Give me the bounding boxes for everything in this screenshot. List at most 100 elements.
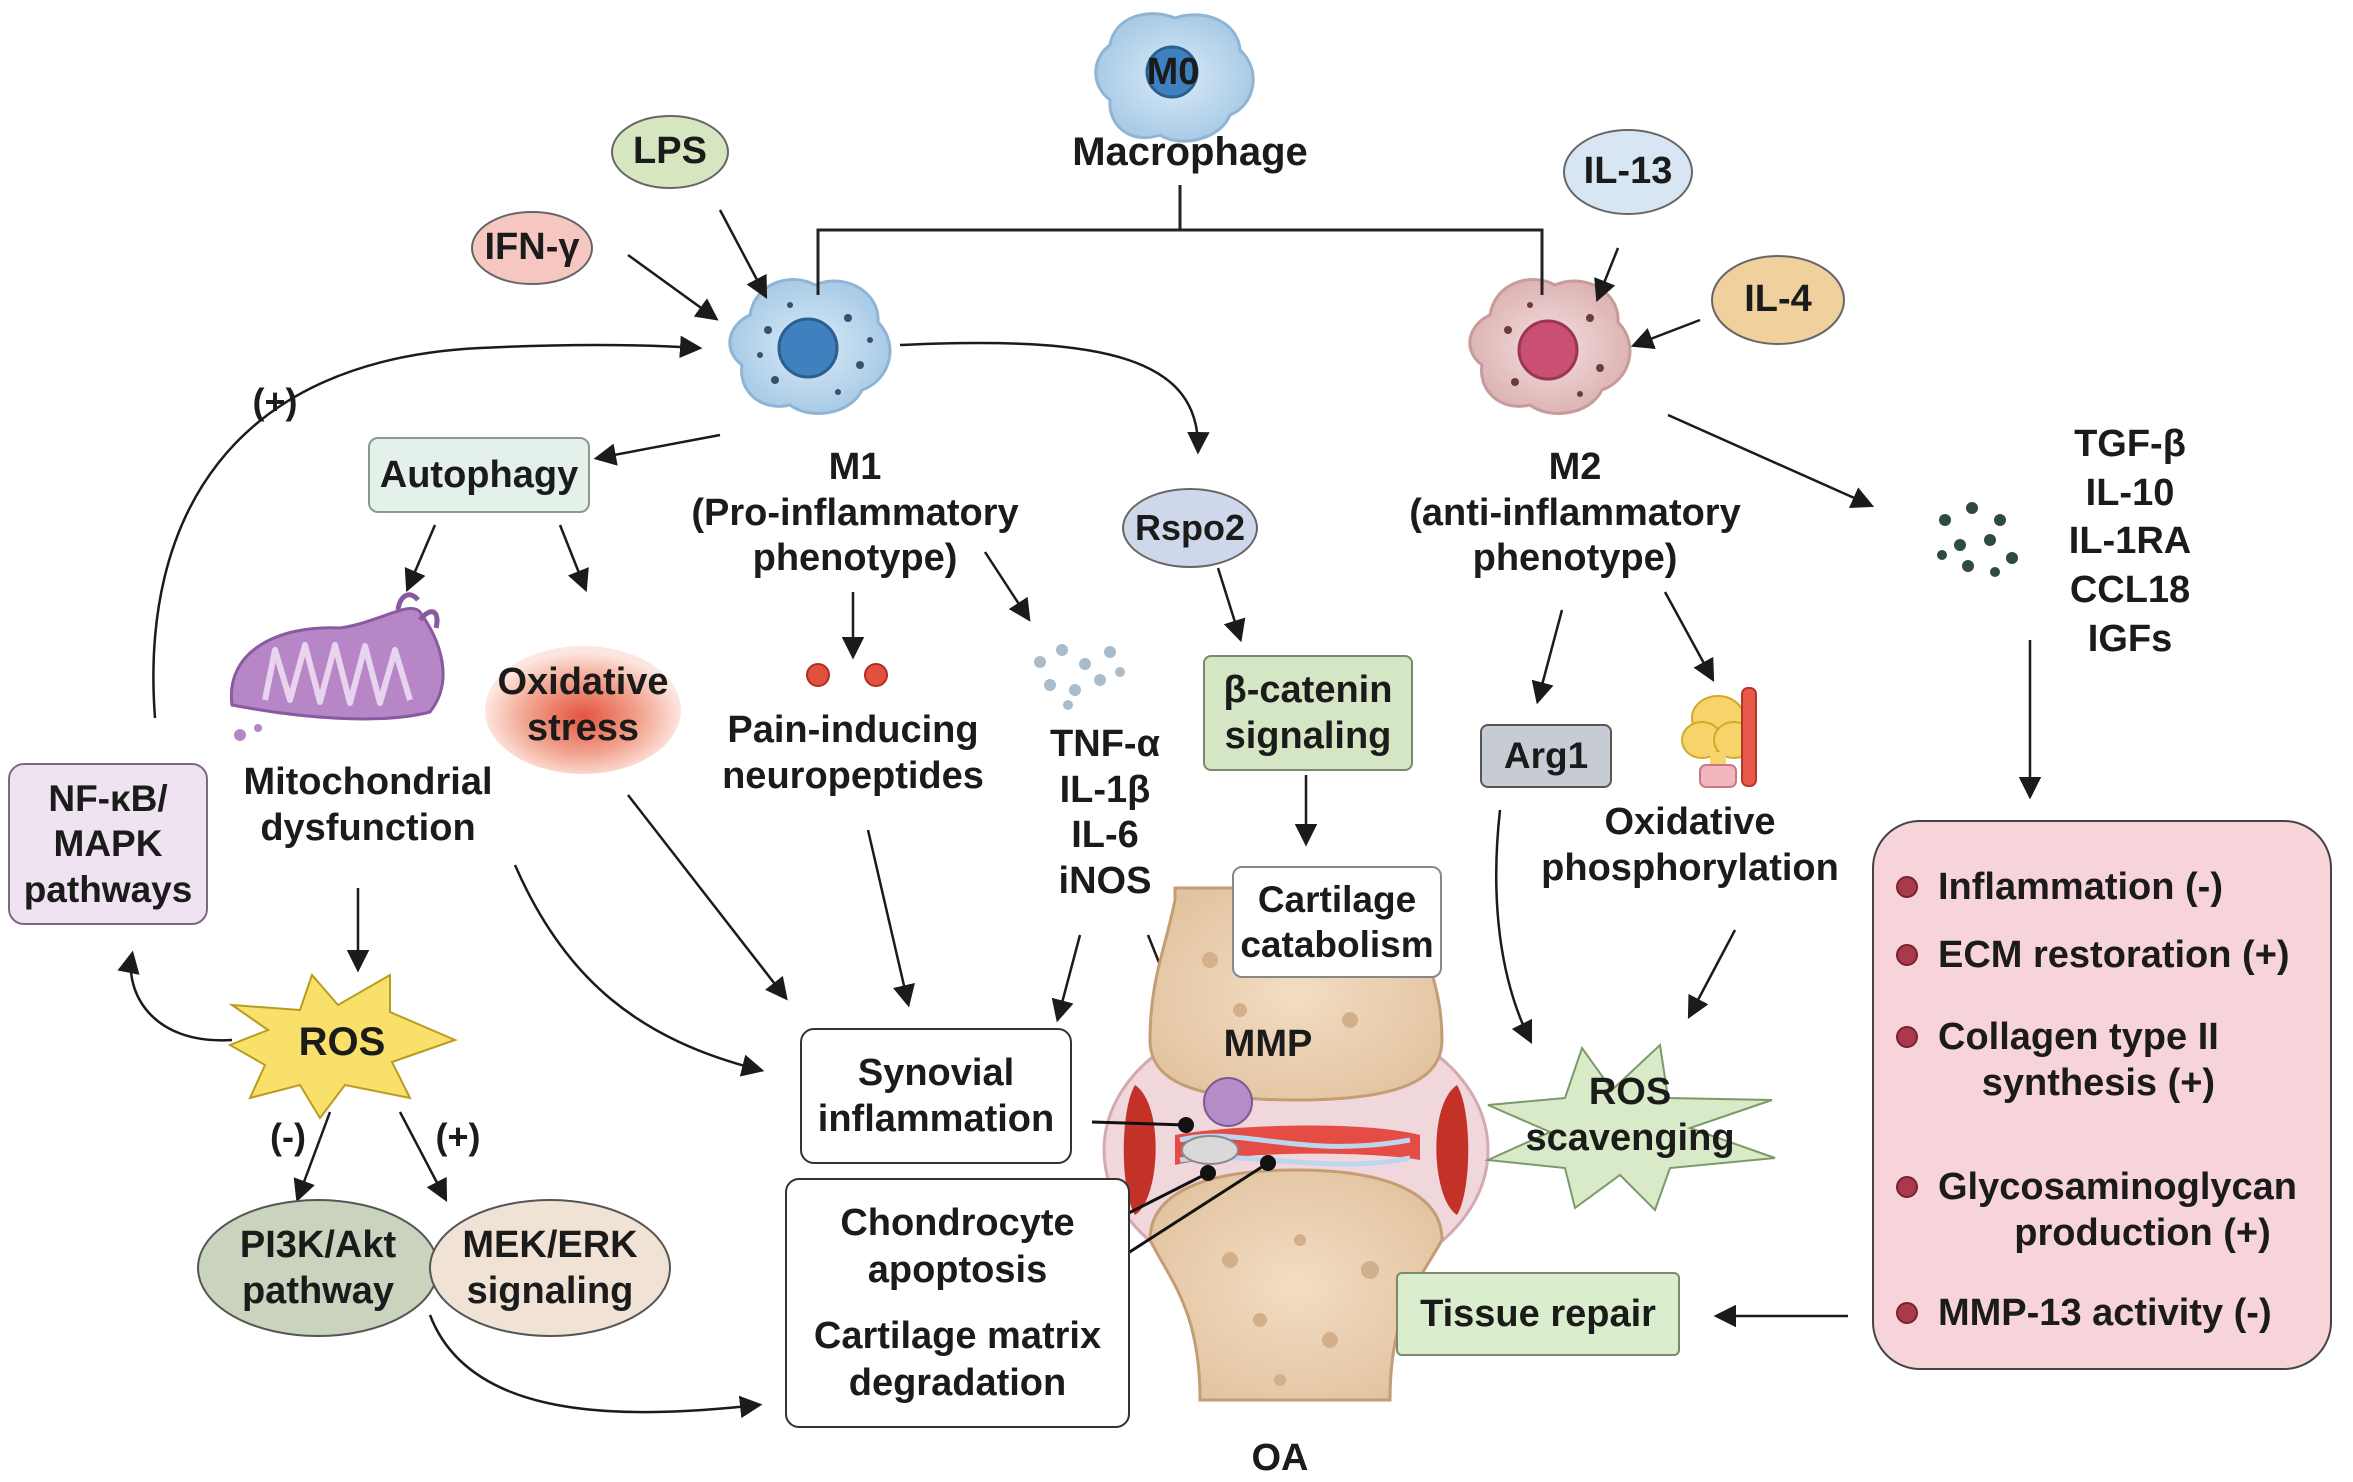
mek-ellipse [429, 1199, 671, 1337]
pain-label: Pain-inducing neuropeptides [700, 708, 1006, 799]
effect-text-2: production (+) [2014, 1212, 2271, 1255]
rspo2-ellipse: Rspo2 [1122, 488, 1258, 568]
m2-arg1-arrow [1531, 609, 1564, 705]
factor-il10: IL-10 [2085, 471, 2175, 514]
atp-synthase-icon [1681, 687, 1757, 788]
mitochondria-icon [229, 592, 445, 741]
m2-subtitle-2: phenotype) [1472, 537, 1678, 580]
bullet-icon [1896, 1176, 1918, 1198]
mek-label: MEK/ERK signaling [440, 1223, 660, 1314]
il4-label: IL-4 [1744, 278, 1812, 320]
m1-autophagy-arrow [593, 433, 721, 466]
bullet-icon [1896, 1026, 1918, 1048]
chondro-group: Chondrocyte apoptosis [840, 1200, 1074, 1293]
chondro-line-1: Chondrocyte [840, 1202, 1075, 1245]
cytokine-il1b: IL-1β [1059, 768, 1151, 811]
ifn-label: IFN-γ [484, 226, 580, 268]
autophagy-ox-arrow [558, 524, 589, 593]
factor-igfs: IGFs [2087, 617, 2173, 660]
mek-line-1: MEK/ERK [462, 1224, 638, 1266]
cartdeg-group: Cartilage matrix degradation [814, 1313, 1101, 1406]
effect-text: Collagen type II [1938, 1016, 2219, 1058]
mito-label: Mitochondrial dysfunction [218, 760, 518, 851]
cytokine-inos: iNOS [1058, 859, 1152, 902]
ros-scav-line-2: scavenging [1525, 1116, 1735, 1159]
mito-line-1: Mitochondrial [243, 761, 493, 803]
beta-line-1: β-catenin [1223, 668, 1393, 711]
pain-line-1: Pain-inducing [727, 709, 979, 751]
neuropeptide-dots-icon [806, 663, 888, 687]
cytokine-synovial-arrow [1051, 934, 1082, 1023]
factor-il1ra: IL-1RA [2068, 520, 2192, 563]
pain-line-2: neuropeptides [722, 754, 984, 797]
ros-scavenging-star [1484, 1042, 1776, 1212]
ros-scav-label: ROS scavenging [1505, 1070, 1755, 1161]
effect-text: ECM restoration (+) [1938, 934, 2290, 976]
mmp-label: MMP [1223, 1023, 1313, 1065]
mek-cartdeg-arrow [428, 1314, 763, 1419]
cartdeg-line-2: degradation [848, 1361, 1067, 1404]
effect-item: Inflammation (-) [1896, 864, 2223, 910]
autophagy-mito-arrow [404, 524, 437, 593]
oxphos-line-1: Oxidative [1604, 801, 1776, 843]
ros-pos-sign: (+) [435, 1116, 481, 1157]
bullet-icon [1896, 1302, 1918, 1324]
cart-cat-box: Cartilage catabolism [1232, 866, 1442, 978]
ros-nfkb-arrow [117, 950, 233, 1042]
nfkb-box: NF-κB/ MAPK pathways [8, 763, 208, 925]
oxstress-label: Oxidative stress [478, 660, 688, 751]
m2-oxphos-arrow [1663, 591, 1715, 682]
effect-text: MMP-13 activity (-) [1938, 1292, 2272, 1334]
synovial-box: Synovial inflammation [800, 1028, 1072, 1164]
feedback-arc [152, 335, 703, 719]
effect-item: Glycosaminoglycan production (+) [1896, 1164, 2297, 1257]
factor-dots-icon [1937, 502, 2018, 577]
effects-box: Inflammation (-) ECM restoration (+) Col… [1872, 820, 2332, 1370]
pi3k-line-1: PI3K/Akt [239, 1224, 397, 1266]
ros-label: ROS [298, 1020, 386, 1064]
ifn-arrow [627, 253, 719, 321]
il4-arrow [1630, 318, 1701, 350]
m1-rspo2-arrow [899, 341, 1210, 455]
il13-ellipse [1563, 129, 1693, 215]
macrophage-label: Macrophage [1072, 130, 1308, 174]
m1-label: M1 (Pro-inflammatory phenotype) [670, 445, 1040, 582]
bullet-icon [1896, 876, 1918, 898]
factor-ccl18: CCL18 [2069, 568, 2191, 611]
il13-label: IL-13 [1583, 150, 1673, 192]
effect-item: MMP-13 activity (-) [1896, 1290, 2272, 1336]
lps-label: LPS [633, 130, 707, 172]
effect-text-2: synthesis (+) [1981, 1062, 2216, 1105]
cytokines-label: TNF-α IL-1β IL-6 iNOS [1015, 722, 1195, 904]
m1-cell-icon [728, 278, 892, 415]
il13-arrow [1594, 247, 1620, 303]
mito-line-2: dysfunction [260, 806, 476, 849]
ros-neg-sign: (-) [270, 1116, 306, 1157]
m1-title: M1 [828, 446, 882, 488]
ox-synovial-arrow [627, 794, 788, 1001]
cytokine-dots-icon [1034, 644, 1125, 710]
pi3k-line-2: pathway [241, 1269, 395, 1312]
beta-line-2: signaling [1224, 715, 1392, 757]
cartdeg-box: Chondrocyte apoptosis Cartilage matrix d… [785, 1178, 1130, 1428]
oxstress-line-1: Oxidative [497, 661, 669, 703]
oxphos-line-2: phosphorylation [1541, 846, 1839, 889]
cytokine-tnf: TNF-α [1050, 723, 1160, 765]
oxidative-stress-glow [485, 646, 681, 774]
oa-label: OA [1251, 1437, 1309, 1479]
factor-tgfb: TGF-β [2074, 423, 2186, 465]
pain-synovial-arrow [866, 829, 915, 1008]
autophagy-box: Autophagy [368, 437, 590, 513]
m0-cell-label: M0 [1146, 51, 1200, 93]
tissue-repair-box: Tissue repair [1396, 1272, 1680, 1356]
feedback-sign: (+) [252, 381, 298, 422]
m2-subtitle-1: (anti-inflammatory [1409, 491, 1741, 534]
oxphos-label: Oxidative phosphorylation [1520, 800, 1860, 891]
nfkb-line-1: NF-κB/ [48, 778, 168, 820]
m2-factors-label: TGF-β IL-10 IL-1RA CCL18 IGFs [2040, 420, 2220, 663]
oxphos-scav-arrow [1687, 929, 1737, 1019]
m1-cytokine-arrow [983, 551, 1031, 622]
ros-pi3k-arrow [293, 1111, 332, 1203]
m2-label: M2 (anti-inflammatory phenotype) [1390, 445, 1760, 582]
